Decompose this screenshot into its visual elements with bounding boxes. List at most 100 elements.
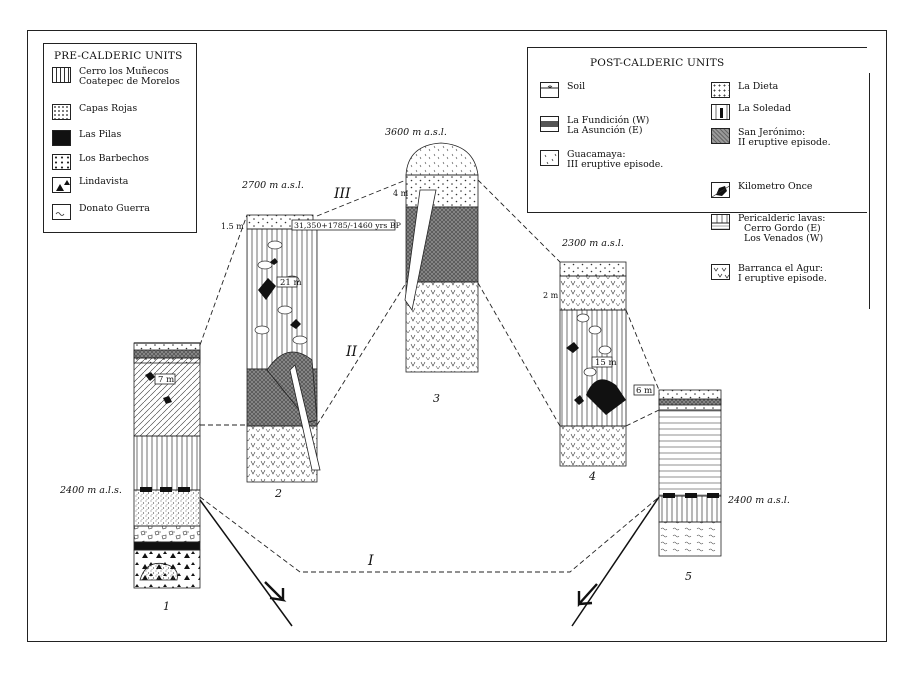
legend-label: Los Barbechos bbox=[79, 153, 149, 164]
column-2-number: 2 bbox=[274, 487, 282, 500]
legend-label-line: La Soledad bbox=[738, 103, 791, 114]
legend-swatch-black-clast bbox=[711, 182, 730, 198]
legend-swatch-ticks bbox=[540, 150, 559, 166]
legend-label-line: III eruptive episode. bbox=[567, 159, 664, 171]
post-calderic-title: POST-CALDERIC UNITS bbox=[590, 57, 725, 69]
legend-label: Donato Guerra bbox=[79, 203, 150, 214]
column-2-thickness: 21 m bbox=[280, 278, 302, 288]
column-3-layer bbox=[405, 281, 479, 373]
pre-calderic-item: Lindavista bbox=[52, 176, 129, 193]
legend-label-line: I eruptive episode. bbox=[738, 273, 827, 285]
legend-swatch-v-marks bbox=[711, 264, 730, 280]
legend-label: San Jerónimo:II eruptive episode. bbox=[738, 127, 831, 149]
column-3-number: 3 bbox=[433, 392, 440, 405]
column-2-age: 31,350+1785/-1460 yrs BP bbox=[294, 221, 401, 230]
column-5-number: 5 bbox=[685, 570, 692, 583]
legend-swatch-soil bbox=[540, 82, 559, 98]
column-1-layer bbox=[133, 525, 201, 543]
post-calderic-legend-extension bbox=[702, 73, 870, 309]
column-2-clast bbox=[277, 305, 293, 315]
column-4-right-thickness: 6 m bbox=[636, 386, 652, 396]
correlation-line bbox=[316, 282, 407, 426]
legend-swatch-coarse-fragments bbox=[52, 154, 71, 170]
legend-swatch-crosshatch bbox=[711, 128, 730, 144]
legend-label-line: Cerro Gordo (E) bbox=[744, 223, 821, 235]
pre-calderic-item: Las Pilas bbox=[52, 129, 121, 146]
column-1-black-marker bbox=[140, 487, 152, 492]
column-5-layer bbox=[658, 409, 722, 497]
pre-calderic-title: PRE-CALDERIC UNITS bbox=[54, 50, 183, 62]
column-4-elevation: 2300 m a.s.l. bbox=[561, 238, 624, 249]
legend-label: Lindavista bbox=[79, 176, 129, 187]
column-4-black-clasts bbox=[566, 342, 584, 405]
column-4-number: 4 bbox=[588, 470, 596, 483]
post-calderic-item: Soil bbox=[540, 81, 586, 98]
legend-swatch-dark-band bbox=[540, 116, 559, 132]
post-calderic-item: Pericalderic lavas:Cerro Gordo (E)Los Ve… bbox=[711, 213, 826, 245]
episode-III-label: III bbox=[333, 186, 351, 202]
legend-label: La Soledad bbox=[738, 103, 791, 114]
column-1-layer bbox=[133, 489, 201, 527]
correlation-line bbox=[625, 409, 660, 427]
column-5-layer bbox=[658, 495, 722, 523]
legend-label: Pericalderic lavas:Cerro Gordo (E)Los Ve… bbox=[738, 213, 826, 245]
episode-I-label: I bbox=[367, 553, 374, 569]
column-1-black-marker bbox=[160, 487, 172, 492]
column-2-elevation: 2700 m a.s.l. bbox=[241, 180, 304, 191]
legend-swatch-black bbox=[52, 130, 71, 146]
legend-label-line: Pericalderic lavas: bbox=[738, 213, 826, 224]
column-1-elevation: 2400 m a.l.s. bbox=[59, 485, 122, 496]
column-4-layer bbox=[559, 261, 627, 277]
column-1-layer bbox=[133, 435, 201, 491]
legend-label-line: Kilometro Once bbox=[738, 181, 813, 192]
column-4-black-clast bbox=[586, 379, 626, 415]
column-2-clast bbox=[257, 260, 273, 270]
legend-label: Kilometro Once bbox=[738, 181, 813, 192]
column-1-layer bbox=[133, 541, 201, 551]
legend-label-line: Donato Guerra bbox=[79, 203, 150, 214]
column-5-black-marker bbox=[663, 493, 675, 498]
column-3-dome bbox=[405, 142, 479, 176]
legend-label: Barranca el Agur:I eruptive episode. bbox=[738, 263, 827, 285]
fault-left bbox=[199, 499, 293, 627]
column-5-layer bbox=[658, 521, 722, 557]
legend-label-line: La Asunción (E) bbox=[567, 125, 643, 137]
column-2-age-box bbox=[291, 219, 396, 231]
legend-label-line: La Fundición (W) bbox=[567, 115, 650, 126]
column-4-layer bbox=[559, 275, 627, 311]
legend-swatch-triangles bbox=[52, 177, 71, 193]
fault-right bbox=[571, 496, 660, 627]
legend-swatch-black-bar bbox=[711, 104, 730, 120]
column-2-black-clasts bbox=[258, 258, 301, 329]
column-4-thickness: 15 m bbox=[595, 358, 617, 368]
post-calderic-item: Guacamaya:III eruptive episode. bbox=[540, 149, 664, 171]
post-calderic-item: Kilometro Once bbox=[711, 181, 813, 198]
legend-label-line: Soil bbox=[567, 81, 586, 92]
legend-label-line: Lindavista bbox=[79, 176, 129, 187]
column-4-clast bbox=[576, 313, 590, 323]
legend-swatch-vertical-lines bbox=[52, 67, 71, 83]
post-calderic-item: Barranca el Agur:I eruptive episode. bbox=[711, 263, 827, 285]
column-1-thickness: 7 m bbox=[158, 375, 174, 385]
correlation-line bbox=[199, 496, 660, 573]
column-4-clast bbox=[583, 367, 597, 377]
legend-swatch-vertical-horizontal bbox=[711, 214, 730, 230]
column-2-left-thickness: 1.5 m bbox=[221, 222, 244, 231]
column-3-layer bbox=[405, 174, 479, 208]
column-2-thickness-box bbox=[276, 276, 298, 288]
correlation-line bbox=[477, 282, 561, 427]
column-4-left-thickness: 2 m bbox=[543, 291, 559, 300]
legend-label-line: La Dieta bbox=[738, 81, 779, 92]
legend-label: La Dieta bbox=[738, 81, 779, 92]
legend-label-line: Los Venados (W) bbox=[744, 233, 824, 245]
column-1-clast bbox=[139, 562, 178, 581]
column-1-dark-band bbox=[133, 349, 201, 359]
legend-swatch-dots bbox=[711, 82, 730, 98]
column-4-right-thickness-box bbox=[633, 384, 655, 396]
legend-label-line: Capas Rojas bbox=[79, 103, 138, 114]
correlation-line bbox=[625, 309, 660, 391]
legend-label-line: Barranca el Agur: bbox=[738, 263, 823, 274]
legend-label-line: II eruptive episode. bbox=[738, 137, 831, 149]
